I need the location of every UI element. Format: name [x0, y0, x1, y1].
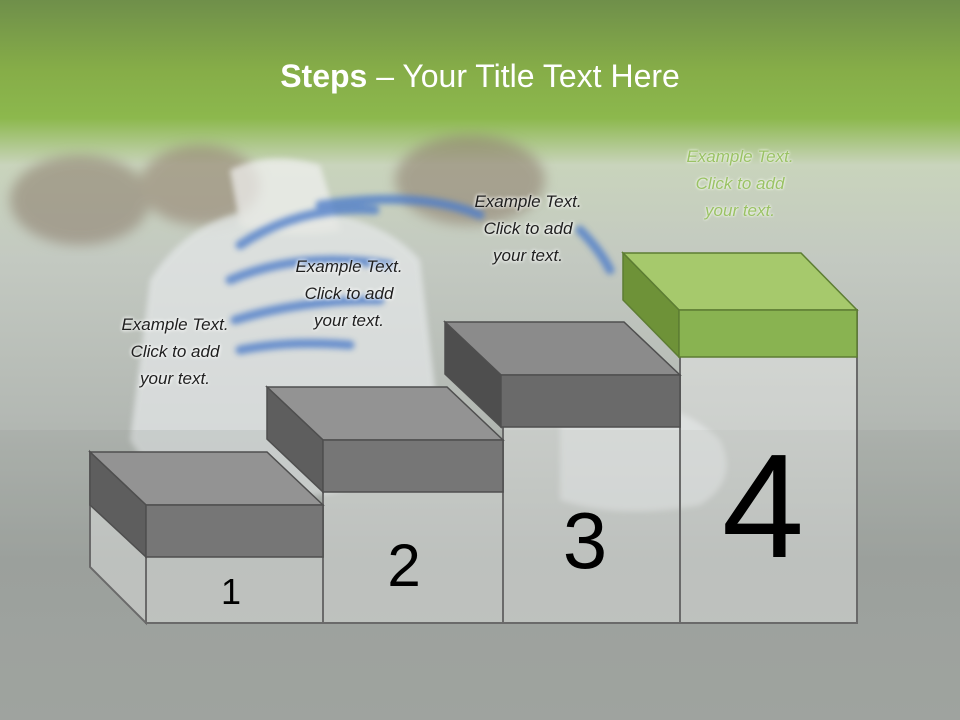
title-bold-part: Steps — [280, 58, 368, 94]
caption-line: Click to add — [483, 219, 573, 238]
step-block-4[interactable] — [621, 251, 859, 359]
title-rest-part: – Your Title Text Here — [367, 58, 680, 94]
caption-line: your text. — [314, 311, 384, 330]
step-caption-4[interactable]: Example Text. Click to add your text. — [655, 143, 825, 224]
step-number-4: 4 — [722, 424, 804, 589]
step-block-2[interactable] — [265, 385, 505, 494]
step-caption-1[interactable]: Example Text. Click to add your text. — [90, 311, 260, 392]
step-number-1: 1 — [221, 571, 241, 612]
slide-title[interactable]: Steps – Your Title Text Here — [0, 54, 960, 98]
step-block-1[interactable] — [88, 450, 325, 559]
step-number-3: 3 — [563, 496, 608, 585]
caption-line: Click to add — [695, 174, 785, 193]
caption-line: your text. — [140, 369, 210, 388]
caption-line: Click to add — [304, 284, 394, 303]
step-caption-3[interactable]: Example Text. Click to add your text. — [443, 188, 613, 269]
caption-line: Example Text. — [686, 147, 794, 166]
caption-line: your text. — [493, 246, 563, 265]
caption-line: Click to add — [130, 342, 220, 361]
step-block-3[interactable] — [443, 320, 682, 429]
caption-line: Example Text. — [474, 192, 582, 211]
step-number-2: 2 — [387, 532, 420, 599]
caption-line: Example Text. — [121, 315, 229, 334]
caption-line: your text. — [705, 201, 775, 220]
step-caption-2[interactable]: Example Text. Click to add your text. — [264, 253, 434, 334]
caption-line: Example Text. — [295, 257, 403, 276]
